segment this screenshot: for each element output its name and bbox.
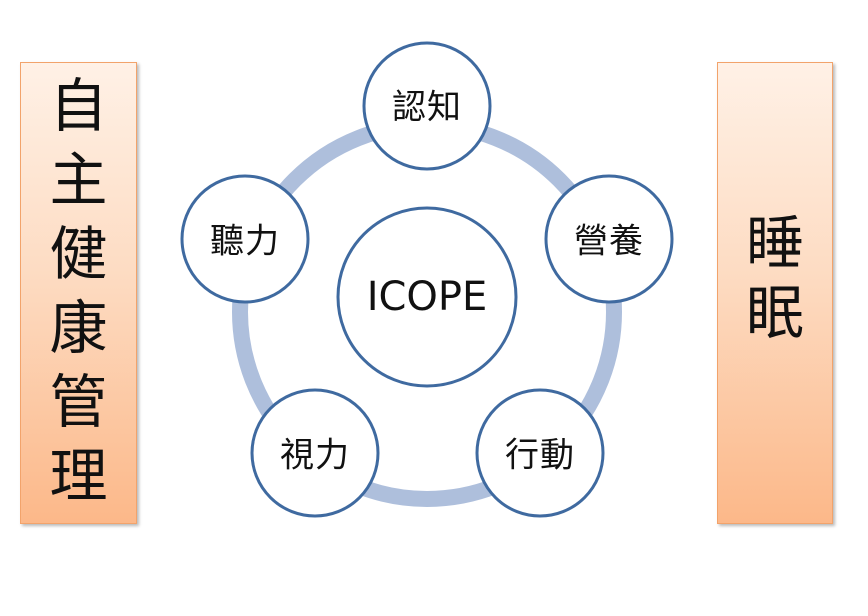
node-circle-hearing <box>180 174 310 304</box>
node-circle-vision <box>250 388 380 518</box>
left-panel-char: 主 <box>49 146 108 214</box>
left-panel-char: 自 <box>49 72 108 140</box>
right-panel-char: 睡 <box>745 209 804 277</box>
left-panel-self-health-management: 自 主 健 康 管 理 <box>20 62 137 524</box>
right-panel-sleep: 睡 眠 <box>717 62 833 524</box>
node-circle-cognition <box>362 41 492 171</box>
center-label: ICOPE <box>366 274 488 320</box>
node-label-hearing: 聽力 <box>210 221 280 262</box>
node-label-mobility: 行動 <box>505 435 575 476</box>
node-label-cognition: 認知 <box>392 87 462 128</box>
node-circle-nutrition <box>544 174 674 304</box>
node-circle-mobility <box>475 388 605 518</box>
left-panel-char: 管 <box>49 368 108 436</box>
right-panel-char: 眠 <box>745 279 804 347</box>
left-panel-char: 理 <box>49 442 108 510</box>
center-circle <box>336 206 518 388</box>
left-panel-char: 健 <box>49 220 108 288</box>
node-label-nutrition: 營養 <box>574 221 644 262</box>
node-label-vision: 視力 <box>280 435 350 476</box>
left-panel-char: 康 <box>49 294 108 362</box>
